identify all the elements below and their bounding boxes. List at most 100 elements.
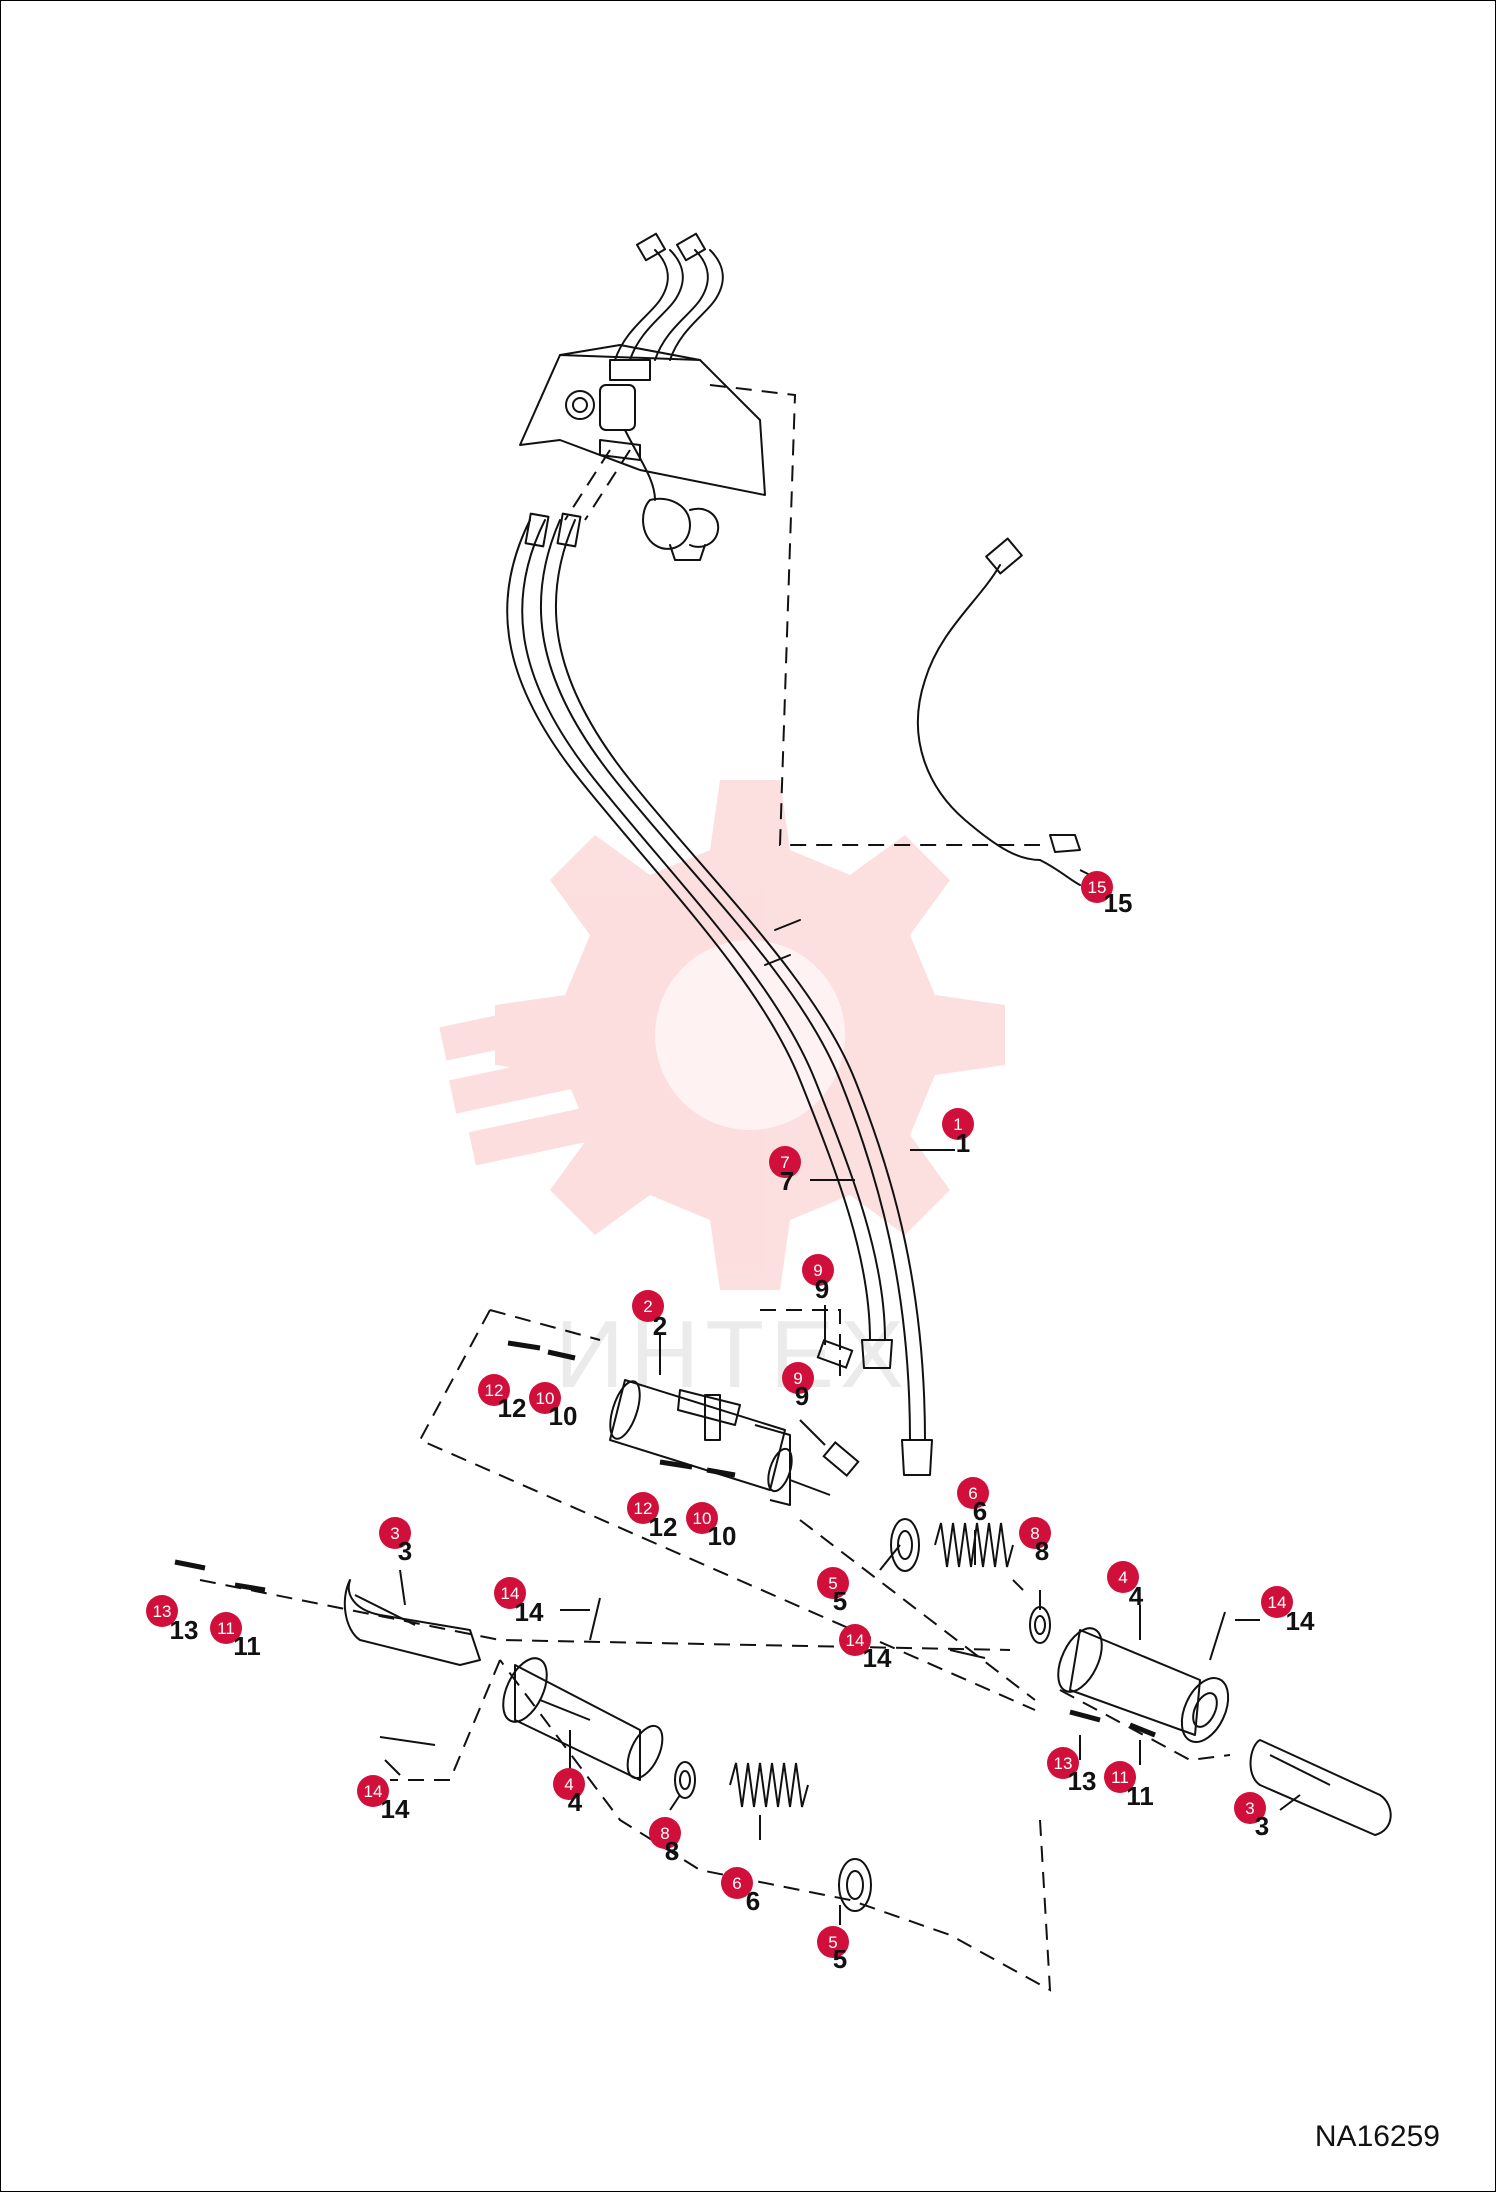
callout-badge-circle: [478, 1374, 510, 1406]
washers: [674, 1518, 1051, 1912]
callout-badge-label: 13: [1054, 1754, 1073, 1773]
callout-badge-14: 14: [494, 1577, 526, 1609]
callout-badge-2: 2: [632, 1290, 664, 1322]
fittings: [816, 1339, 860, 1477]
callout-badge-circle: [1081, 871, 1113, 903]
callout-badge-circle: [1104, 1761, 1136, 1793]
callout-badge-3: 3: [379, 1517, 411, 1549]
callout-badge-circle: [1261, 1586, 1293, 1618]
callout-badge-6: 6: [721, 1867, 753, 1899]
callout-badge-circle: [1107, 1561, 1139, 1593]
long-hoses: [506, 512, 933, 1476]
reference-number-12: 12: [649, 1512, 678, 1542]
callout-badge-8: 8: [649, 1817, 681, 1849]
callout-badge-14: 14: [357, 1775, 389, 1807]
reference-number-9: 9: [795, 1381, 809, 1411]
callout-badge-label: 12: [634, 1499, 653, 1518]
reference-number-14: 14: [863, 1643, 892, 1673]
callout-badge-label: 4: [1118, 1568, 1127, 1587]
callout-badge-12: 12: [478, 1374, 510, 1406]
handle-rods: [343, 1579, 1392, 1836]
callout-badge-label: 13: [153, 1602, 172, 1621]
callout-badge-6: 6: [957, 1477, 989, 1509]
reference-number-11: 11: [1126, 1781, 1154, 1811]
callout-badge-circle: [802, 1254, 834, 1286]
callout-badge-10: 10: [686, 1502, 718, 1534]
callout-badge-12: 12: [627, 1492, 659, 1524]
callout-badge-circle: [782, 1362, 814, 1394]
callout-badge-label: 6: [732, 1874, 741, 1893]
callout-badge-label: 14: [501, 1584, 520, 1603]
callout-badge-13: 13: [146, 1595, 178, 1627]
reference-number-1: 1: [956, 1128, 970, 1158]
sleeves: [502, 1627, 1230, 1781]
callout-badge-circle: [839, 1624, 871, 1656]
callout-badge-circle: [379, 1517, 411, 1549]
callout-badge-label: 7: [780, 1153, 789, 1172]
callout-badge-circle: [817, 1567, 849, 1599]
pins: [174, 1340, 1226, 1746]
callout-badge-label: 6: [968, 1484, 977, 1503]
callout-badge-9: 9: [802, 1254, 834, 1286]
callout-badge-11: 11: [210, 1612, 242, 1644]
callout-badge-label: 5: [828, 1933, 837, 1952]
reference-number-4: 4: [1129, 1581, 1144, 1611]
callout-badge-circle: [627, 1492, 659, 1524]
watermark-gear-hole: [655, 940, 845, 1130]
callout-badge-15: 15: [1081, 871, 1113, 903]
valve-bracket-assembly: [519, 344, 766, 561]
top-hoses: [614, 232, 724, 361]
callout-badge-label: 3: [1245, 1799, 1254, 1818]
callout-badge-14: 14: [1261, 1586, 1293, 1618]
callout-badge-label: 9: [793, 1369, 802, 1388]
callout-badge-4: 4: [553, 1768, 585, 1800]
callout-badge-circle: [632, 1290, 664, 1322]
callout-badge-circle: [357, 1775, 389, 1807]
callout-badge-4: 4: [1107, 1561, 1139, 1593]
reference-number-5: 5: [833, 1944, 847, 1974]
reference-number-13: 13: [1068, 1766, 1097, 1796]
callout-badge-10: 10: [529, 1382, 561, 1414]
reference-number-10: 10: [549, 1401, 578, 1431]
callout-badge-label: 4: [564, 1775, 573, 1794]
callout-badge-label: 15: [1088, 878, 1107, 897]
dashed-leaders: [199, 384, 1231, 1992]
callout-badge-circle: [553, 1768, 585, 1800]
callout-badge-label: 2: [643, 1297, 652, 1316]
callout-badge-3: 3: [1234, 1792, 1266, 1824]
callout-badge-circle: [494, 1577, 526, 1609]
callout-badge-label: 14: [364, 1782, 383, 1801]
callout-badge-5: 5: [817, 1567, 849, 1599]
reference-number-4: 4: [568, 1787, 583, 1817]
callout-badge-circle: [1047, 1747, 1079, 1779]
valve-spool-assembly: [609, 1379, 831, 1506]
drawing-id: NA16259: [1314, 2120, 1440, 2153]
callout-badge-circle: [1019, 1517, 1051, 1549]
reference-number-6: 6: [746, 1886, 760, 1916]
callout-badge-label: 10: [536, 1389, 555, 1408]
reference-number-8: 8: [1035, 1536, 1049, 1566]
reference-number-9: 9: [815, 1274, 829, 1304]
reference-number-14: 14: [515, 1597, 544, 1627]
reference-number-13: 13: [170, 1615, 199, 1645]
callout-badge-7: 7: [769, 1146, 801, 1178]
callout-badge-8: 8: [1019, 1517, 1051, 1549]
reference-number-10: 10: [708, 1521, 737, 1551]
callout-badge-label: 5: [828, 1574, 837, 1593]
reference-number-14: 14: [1286, 1606, 1315, 1636]
reference-number-8: 8: [665, 1836, 679, 1866]
reference-number-3: 3: [398, 1536, 412, 1566]
callout-badge-circle: [146, 1595, 178, 1627]
reference-number-7: 7: [780, 1166, 794, 1196]
callout-badge-label: 8: [1030, 1524, 1039, 1543]
callout-badge-circle: [210, 1612, 242, 1644]
callout-badge-circle: [817, 1926, 849, 1958]
reference-number-3: 3: [1255, 1811, 1269, 1841]
callout-badge-circle: [769, 1146, 801, 1178]
reference-number-15: 15: [1104, 888, 1133, 918]
callout-badge-circle: [686, 1502, 718, 1534]
callout-badge-circle: [529, 1382, 561, 1414]
